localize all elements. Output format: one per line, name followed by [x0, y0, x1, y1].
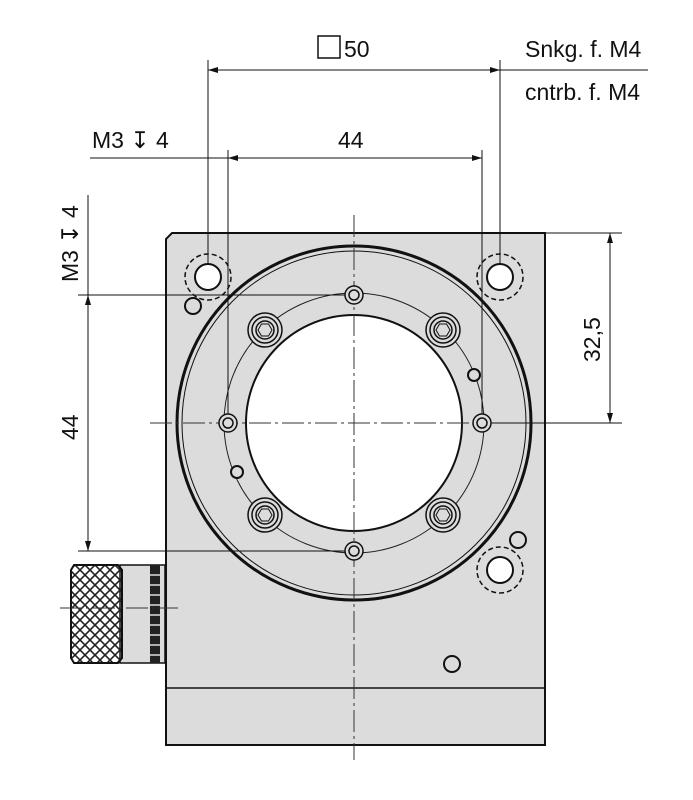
dimension-lines — [78, 60, 648, 552]
bolt-circle-holes — [218, 285, 492, 561]
micrometer-knob[interactable] — [60, 564, 178, 664]
countersink-label: Snkg. f. M4 — [525, 36, 642, 62]
dimension-44-vertical: 44 — [57, 414, 83, 440]
dimension-32-5: 32,5 — [579, 317, 605, 362]
thread-label-top: M3 ↧ 4 — [92, 127, 169, 153]
socket-screw-heads — [247, 312, 461, 533]
square-symbol — [317, 35, 341, 59]
small-holes — [184, 297, 527, 673]
dimension-50: 50 — [344, 36, 370, 62]
counterbore-label: cntrb. f. M4 — [525, 79, 640, 105]
dimension-44-horizontal: 44 — [338, 127, 364, 153]
thread-label-side: M3 ↧ 4 — [57, 205, 83, 282]
